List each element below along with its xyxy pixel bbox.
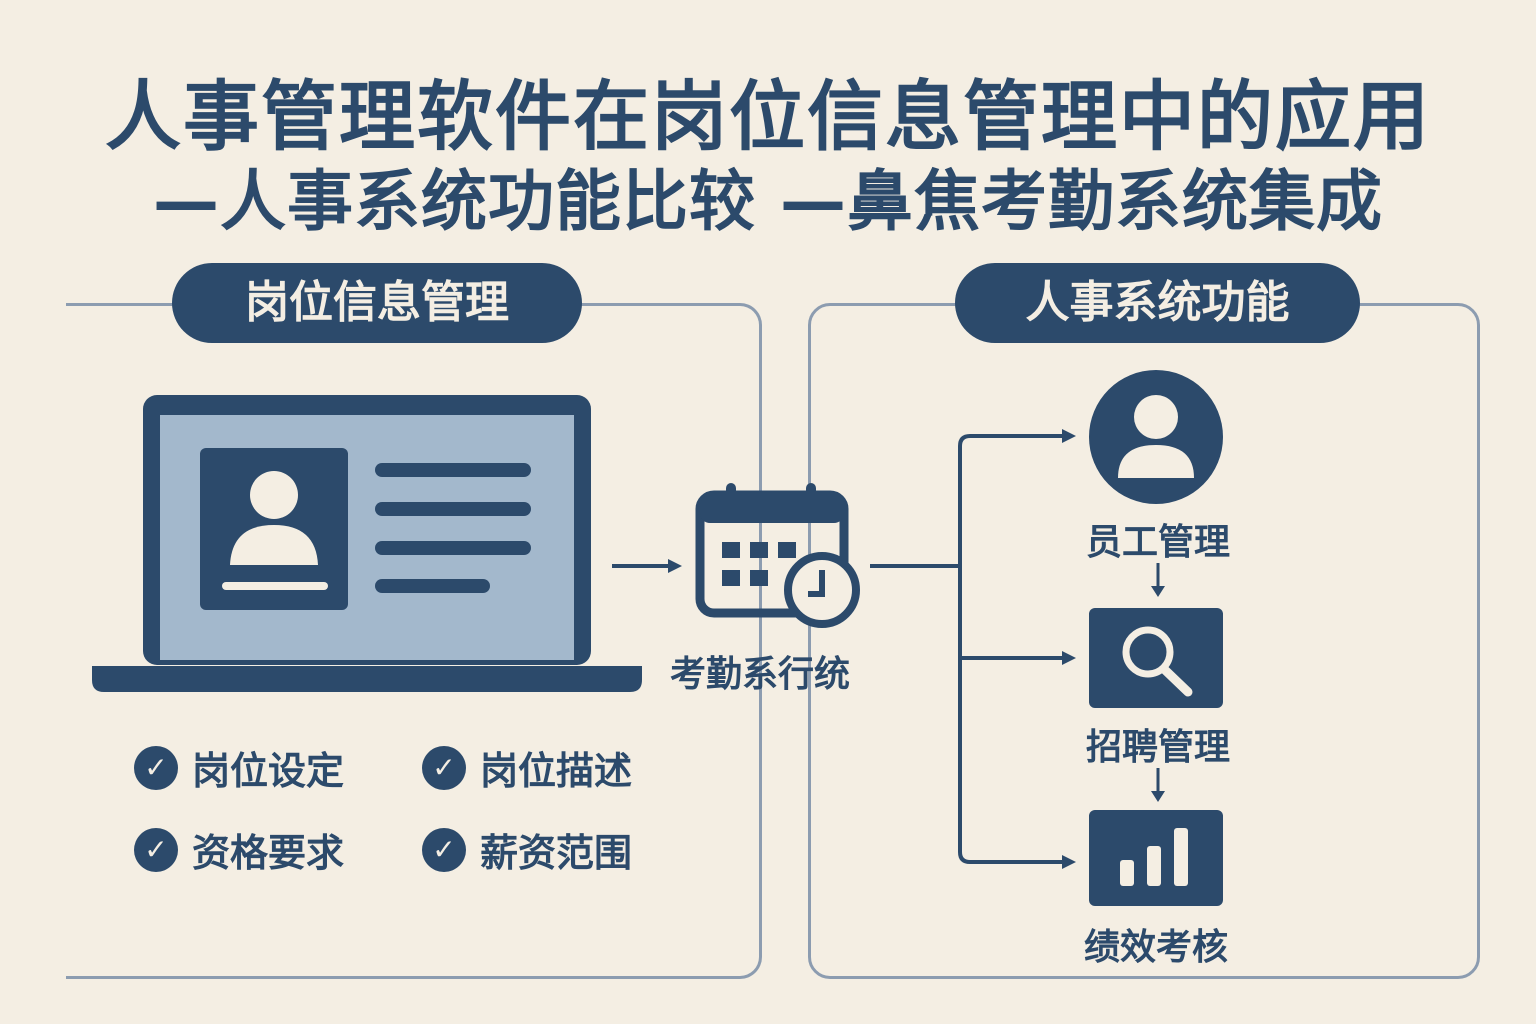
performance-review-label: 绩效考核	[1084, 927, 1229, 968]
recruitment-management-label: 招聘管理	[1086, 727, 1231, 768]
feature-label: 岗位设定	[192, 749, 345, 793]
feature-label: 岗位描述	[480, 749, 633, 793]
check-icon: ✓	[134, 745, 178, 790]
employee-icon	[1089, 370, 1223, 504]
feature-item: ✓ 岗位描述	[422, 740, 632, 795]
feature-item: ✓ 薪资范围	[422, 822, 632, 877]
attendance-system-label: 考勤系行统	[670, 654, 851, 695]
hr-functions-header: 人事系统功能	[955, 263, 1360, 343]
subtitle: —人事系统功能比较 —鼻焦考勤系统集成	[153, 163, 1383, 240]
laptop-icon	[92, 395, 642, 692]
check-icon: ✓	[134, 827, 178, 872]
feature-item: ✓ 岗位设定	[134, 740, 344, 795]
arrow-right-icon	[612, 559, 682, 573]
feature-label: 资格要求	[192, 831, 345, 875]
check-icon: ✓	[422, 827, 466, 872]
main-title: 人事管理软件在岗位信息管理中的应用	[105, 72, 1431, 161]
check-icon: ✓	[422, 745, 466, 790]
branch-connectors	[870, 434, 1064, 864]
feature-item: ✓ 资格要求	[134, 822, 344, 877]
job-info-header: 岗位信息管理	[172, 263, 582, 343]
bar-chart-icon	[1089, 810, 1223, 906]
calendar-clock-icon	[695, 483, 860, 628]
feature-label: 薪资范围	[480, 831, 633, 875]
search-icon	[1089, 608, 1223, 708]
employee-management-label: 员工管理	[1086, 522, 1231, 563]
